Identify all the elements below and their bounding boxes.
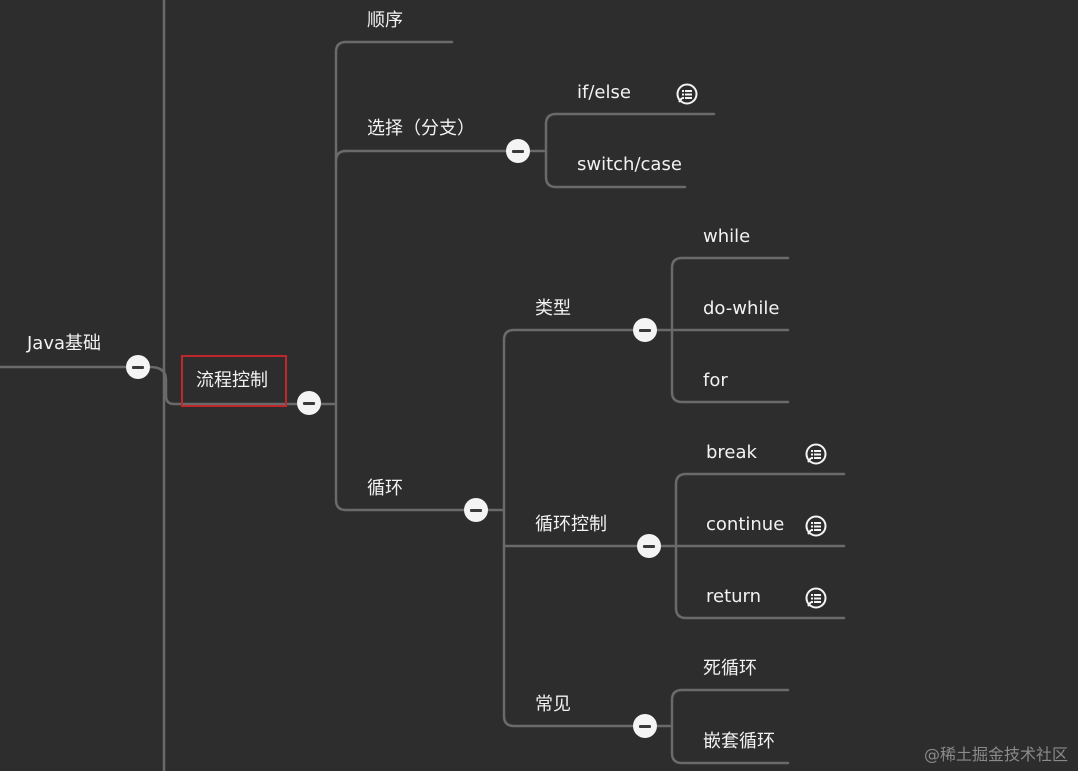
- node-do-while[interactable]: do-while: [703, 298, 780, 319]
- node-return[interactable]: return: [706, 586, 762, 607]
- node-selection[interactable]: 选择（分支）: [367, 118, 475, 139]
- collapse-common-icon[interactable]: [633, 714, 657, 738]
- note-continue-icon[interactable]: [805, 515, 827, 537]
- node-continue[interactable]: continue: [706, 514, 785, 535]
- collapse-loop-control-icon[interactable]: [637, 534, 661, 558]
- collapse-java-basics-icon[interactable]: [126, 355, 150, 379]
- node-sequence[interactable]: 顺序: [367, 10, 403, 31]
- node-types[interactable]: 类型: [535, 298, 571, 319]
- node-loop[interactable]: 循环: [367, 478, 403, 499]
- collapse-types-icon[interactable]: [633, 318, 657, 342]
- node-while[interactable]: while: [703, 226, 751, 247]
- node-for[interactable]: for: [703, 370, 728, 391]
- note-if-else-icon[interactable]: [676, 83, 698, 105]
- node-common[interactable]: 常见: [535, 694, 571, 715]
- node-infinite-loop[interactable]: 死循环: [703, 658, 757, 679]
- node-flow-control[interactable]: 流程控制: [196, 370, 268, 391]
- node-switch-case[interactable]: switch/case: [577, 154, 682, 175]
- selected-node-frame[interactable]: [181, 355, 287, 407]
- collapse-selection-icon[interactable]: [506, 139, 530, 163]
- collapse-flow-control-icon[interactable]: [297, 391, 321, 415]
- watermark: @稀土掘金技术社区: [923, 745, 1068, 764]
- node-nested-loop[interactable]: 嵌套循环: [703, 731, 775, 752]
- node-if-else[interactable]: if/else: [577, 82, 631, 103]
- node-java-basics[interactable]: Java基础: [27, 333, 102, 354]
- note-break-icon[interactable]: [805, 443, 827, 465]
- note-return-icon[interactable]: [805, 587, 827, 609]
- node-loop-control[interactable]: 循环控制: [535, 514, 607, 535]
- node-break[interactable]: break: [706, 442, 757, 463]
- collapse-loop-icon[interactable]: [464, 498, 488, 522]
